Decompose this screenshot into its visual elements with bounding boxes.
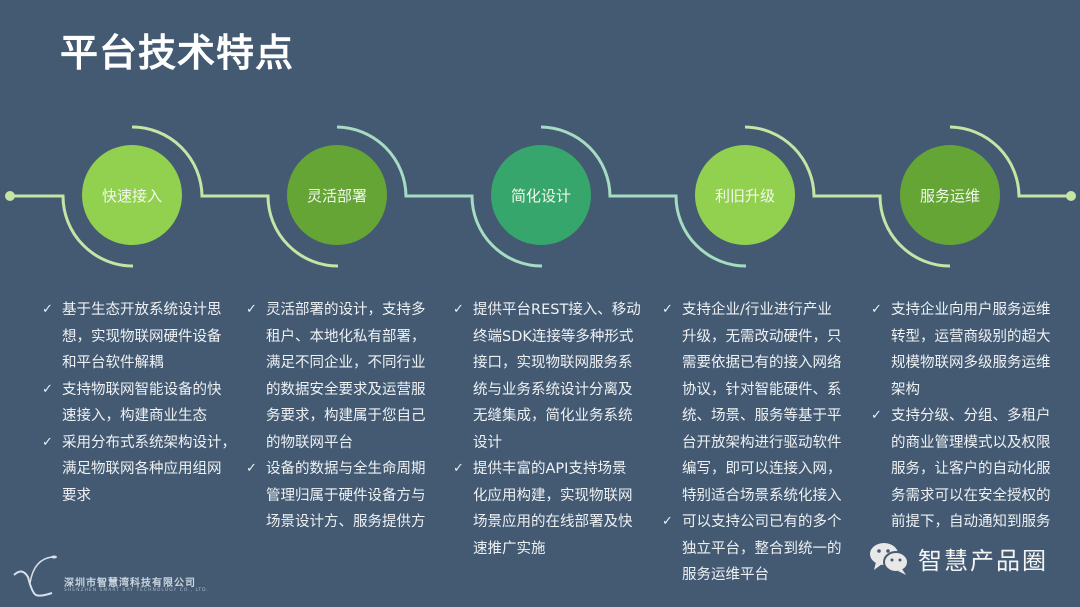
feature-text-line: 支持企业/行业进行产业 <box>682 302 832 318</box>
node-flexible-deploy: 灵活部署 <box>287 145 387 245</box>
feature-item: ✓ 设备的数据与全生命周期管理归属于硬件设备方与场景设计方、服务提供方 <box>246 456 446 536</box>
feature-text-line: 的物联网平台 <box>266 434 353 451</box>
node-label: 灵活部署 <box>306 186 367 205</box>
checkmark-icon: ✓ <box>246 302 257 317</box>
feature-text-line: 支持分级、分组、多租户 <box>891 408 1051 424</box>
node-quick-access: 快速接入 <box>82 145 182 245</box>
feature-text-line: 场景设计方、服务提供方 <box>266 514 426 530</box>
feature-text-line: 管理归属于硬件设备方与 <box>266 487 426 504</box>
feature-text-line: 编写，即可以连接入网， <box>682 461 842 477</box>
feature-text-line: 转型，运营商级别的超大 <box>891 328 1051 345</box>
checkmark-icon: ✓ <box>871 408 882 423</box>
feature-text-line: 的数据安全要求及运营服 <box>266 381 426 398</box>
node-label: 服务运维 <box>919 186 980 205</box>
feature-text-line: 设计 <box>473 434 502 451</box>
feature-text-line: 想，实现物联网硬件设备 <box>62 328 222 345</box>
feature-text-line: 和平台软件解耦 <box>62 355 164 371</box>
feature-text-line: 满足物联网各种应用组网 <box>62 461 222 477</box>
feature-text-line: 架构 <box>891 381 920 398</box>
feature-item: ✓ 提供平台REST接入、移动终端SDK连接等多种形式接口，实现物联网服务系统与业… <box>453 297 653 456</box>
feature-text-line: 采用分布式系统架构设计， <box>62 434 236 451</box>
feature-text-line: 服务，让客户的自动化服 <box>891 461 1051 477</box>
checkmark-icon: ✓ <box>662 302 673 317</box>
feature-text-line: 支持物联网智能设备的快 <box>62 381 222 398</box>
checkmark-icon: ✓ <box>871 302 882 317</box>
feature-text-line: 提供丰富的API支持场景 <box>473 461 627 477</box>
feature-item: ✓ 支持分级、分组、多租户的商业管理模式以及权限服务，让客户的自动化服务需求可以在… <box>871 403 1076 536</box>
node-label: 利旧升级 <box>714 186 775 205</box>
company-logo-icon <box>13 555 57 597</box>
checkmark-icon: ✓ <box>662 514 673 529</box>
feature-item: ✓ 可以支持公司已有的多个独立平台，整合到统一的服务运维平台 <box>662 509 862 589</box>
wechat-icon <box>870 543 909 575</box>
feature-item: ✓ 灵活部署的设计，支持多租户、本地化私有部署， 满足不同企业，不同行业的数据安全要… <box>246 297 446 456</box>
feature-item: ✓ 支持企业向用户服务运维转型，运营商级别的超大规模物联网多级服务运维架构 <box>871 297 1076 403</box>
checkmark-icon: ✓ <box>246 461 257 476</box>
feature-text-line: 速接入，构建商业生态 <box>62 408 207 424</box>
feature-text-line: 化应用构建，实现物联网 <box>473 487 633 504</box>
checkmark-icon: ✓ <box>453 302 464 317</box>
feature-text-line: 要求 <box>62 487 91 504</box>
checkmark-icon: ✓ <box>453 461 464 476</box>
feature-text-line: 统与业务系统设计分离及 <box>473 381 633 398</box>
feature-text-line: 规模物联网多级服务运维 <box>891 355 1051 371</box>
feature-item: ✓ 支持企业/行业进行产业升级，无需改动硬件，只需要依据已有的接入网络协议，针对智… <box>662 297 862 509</box>
feature-text-line: 提供平台REST接入、移动 <box>473 302 641 318</box>
node-label: 简化设计 <box>510 186 571 205</box>
feature-text-line: 升级，无需改动硬件，只 <box>682 328 842 345</box>
feature-text-line: 基于生态开放系统设计思 <box>62 302 222 318</box>
checkmark-icon: ✓ <box>42 434 53 450</box>
node-service-ops: 服务运维 <box>900 145 1000 245</box>
checkmark-icon: ✓ <box>42 302 53 317</box>
feature-text-line: 终端SDK连接等多种形式 <box>473 328 634 345</box>
feature-text-line: 灵活部署的设计，支持多 <box>266 302 426 318</box>
feature-text-line: 支持企业向用户服务运维 <box>891 302 1051 318</box>
company-name-cn: 深圳市智慧湾科技有限公司 <box>64 578 196 589</box>
feature-text-line: 无缝集成，简化业务系统 <box>473 408 633 424</box>
page-title: 平台技术特点 <box>60 31 295 75</box>
feature-text-line: 服务运维平台 <box>682 567 769 583</box>
feature-item: ✓ 采用分布式系统架构设计， 满足物联网各种应用组网要求 <box>42 430 242 510</box>
feature-text-line: 接口，实现物联网服务系 <box>473 355 633 371</box>
feature-column-3: ✓ 提供平台REST接入、移动终端SDK连接等多种形式接口，实现物联网服务系统与业… <box>453 297 653 562</box>
feature-text-line: 的商业管理模式以及权限 <box>891 434 1051 451</box>
feature-column-4: ✓ 支持企业/行业进行产业升级，无需改动硬件，只需要依据已有的接入网络协议，针对智… <box>662 297 862 589</box>
feature-text-line: 需要依据已有的接入网络 <box>682 355 842 371</box>
feature-text-line: 务要求，构建属于您自己 <box>266 408 426 424</box>
node-label: 快速接入 <box>101 186 162 205</box>
feature-item: ✓ 支持物联网智能设备的快速接入，构建商业生态 <box>42 377 242 430</box>
feature-text-line: 可以支持公司已有的多个 <box>682 514 842 530</box>
feature-text-line: 台开放架构进行驱动软件 <box>682 434 842 451</box>
checkmark-icon: ✓ <box>42 381 53 397</box>
feature-text-line: 独立平台，整合到统一的 <box>682 540 842 557</box>
feature-text-line: 统、场景、服务等基于平 <box>682 408 842 424</box>
feature-column-2: ✓ 灵活部署的设计，支持多租户、本地化私有部署， 满足不同企业，不同行业的数据安全要… <box>246 297 446 536</box>
node-legacy-upgrade: 利旧升级 <box>695 145 795 245</box>
end-dot-icon <box>1066 191 1076 201</box>
company-name-en: SHENZHEN SMART BAY TECHNOLOGY CO., LTD. <box>64 588 210 593</box>
watermark-text: 智慧产品圈 <box>918 546 1048 575</box>
feature-text-line: 特别适合场景系统化接入 <box>682 487 842 504</box>
feature-item: ✓ 基于生态开放系统设计思想，实现物联网硬件设备和平台软件解耦 <box>42 297 242 377</box>
feature-item: ✓ 提供丰富的API支持场景化应用构建，实现物联网场景应用的在线部署及快速推广实施 <box>453 456 653 562</box>
feature-text-line: 场景应用的在线部署及快 <box>473 514 633 530</box>
feature-text-line: 租户、本地化私有部署， <box>266 328 426 345</box>
feature-text-line: 速推广实施 <box>473 540 546 557</box>
feature-column-5: ✓ 支持企业向用户服务运维转型，运营商级别的超大规模物联网多级服务运维架构 ✓ 支持分… <box>871 297 1076 536</box>
feature-text-line: 前提下，自动通知到服务 <box>891 514 1051 530</box>
feature-column-1: ✓ 基于生态开放系统设计思想，实现物联网硬件设备和平台软件解耦 ✓ 支持物联网智能设备… <box>42 297 242 509</box>
feature-text-line: 满足不同企业，不同行业 <box>266 355 426 371</box>
watermark: 智慧产品圈 <box>868 540 1048 576</box>
node-simplified-design: 简化设计 <box>491 145 591 245</box>
feature-text-line: 协议，针对智能硬件、系 <box>682 381 842 398</box>
feature-text-line: 务需求可以在安全授权的 <box>891 487 1051 504</box>
feature-text-line: 设备的数据与全生命周期 <box>266 461 426 477</box>
